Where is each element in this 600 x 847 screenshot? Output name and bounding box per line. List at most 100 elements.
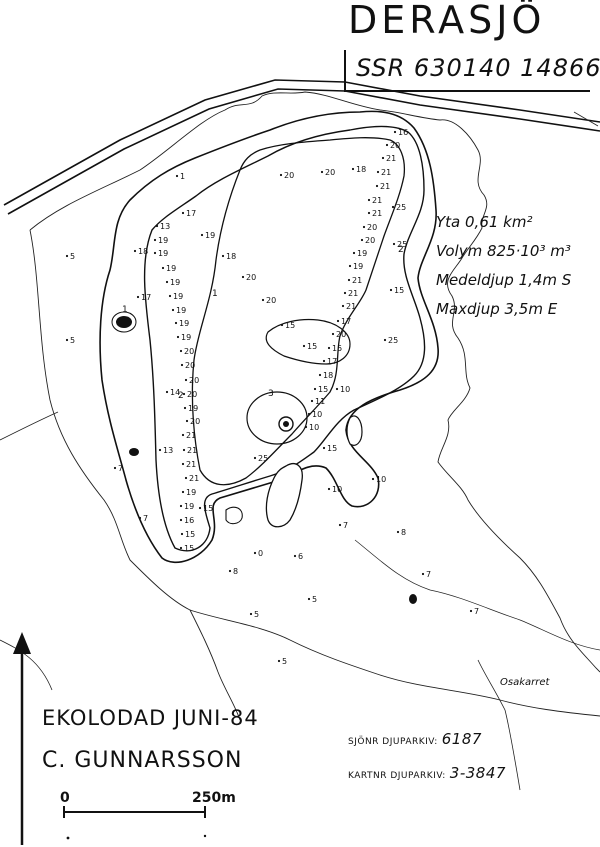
depth-sounding: 19 xyxy=(200,231,215,240)
depth-sounding: 21 xyxy=(367,209,382,218)
depth-sounding: 15 xyxy=(322,444,337,453)
sounding-value: 20 xyxy=(284,171,294,180)
sounding-value: 5 xyxy=(254,610,259,619)
depth-sounding: 20 xyxy=(184,376,199,385)
sounding-value: 18 xyxy=(323,371,333,380)
sounding-dot xyxy=(385,143,389,147)
sounding-value: 11 xyxy=(315,397,325,406)
sounding-value: 25 xyxy=(397,240,407,249)
sounding-dot xyxy=(182,448,186,452)
sounding-dot xyxy=(352,251,356,255)
archive-map-number: KARTNR DJUPARKIV:3-3847 xyxy=(348,764,506,782)
depth-sounding: 20 xyxy=(320,168,335,177)
sounding-dot xyxy=(360,238,364,242)
depth-sounding: 19 xyxy=(153,249,168,258)
sounding-dot xyxy=(320,170,324,174)
rock-far-west xyxy=(129,448,139,456)
sounding-value: 19 xyxy=(184,502,194,511)
shoal-contour xyxy=(265,318,351,365)
sounding-dot xyxy=(153,238,157,242)
sounding-dot xyxy=(343,291,347,295)
sounding-value: 21 xyxy=(348,289,358,298)
sounding-dot xyxy=(171,308,175,312)
sounding-value: 16 xyxy=(398,128,408,137)
sounding-dot xyxy=(165,280,169,284)
depth-sounding: 15 xyxy=(327,344,342,353)
sounding-value: 19 xyxy=(158,236,168,245)
sounding-value: 14 xyxy=(170,388,180,397)
sounding-value: 13 xyxy=(163,446,173,455)
sounding-dot xyxy=(371,477,375,481)
depth-sounding: 19 xyxy=(171,306,186,315)
rock-east xyxy=(346,415,363,446)
sounding-dot xyxy=(165,390,169,394)
archive-map-value: 3-3847 xyxy=(449,764,506,782)
depth-sounding: 25 xyxy=(392,240,407,249)
depth-sounding: 5 xyxy=(307,595,317,604)
sounding-dot xyxy=(158,448,162,452)
sounding-value: 21 xyxy=(372,209,382,218)
sounding-value: 7 xyxy=(474,607,479,616)
sounding-value: 5 xyxy=(70,336,75,345)
sounding-dot xyxy=(185,419,189,423)
sounding-value: 15 xyxy=(185,530,195,539)
sounding-value: 15 xyxy=(203,504,213,513)
sounding-dot xyxy=(168,294,172,298)
sounding-dot xyxy=(392,242,396,246)
sounding-dot xyxy=(65,338,69,342)
depth-sounding: 15 xyxy=(313,385,328,394)
sounding-dot xyxy=(327,346,331,350)
depth-sounding: 15 xyxy=(280,321,295,330)
depth-sounding: 7 xyxy=(469,607,479,616)
sounding-value: 15 xyxy=(332,344,342,353)
sounding-dot xyxy=(200,233,204,237)
depth-sounding: 21 xyxy=(184,474,199,483)
depth-sounding: 21 xyxy=(367,196,382,205)
sounding-dot xyxy=(391,205,395,209)
depth-sounding: 20 xyxy=(179,347,194,356)
depth-sounding: 19 xyxy=(165,278,180,287)
rock-west xyxy=(116,316,132,328)
sounding-dot xyxy=(176,335,180,339)
stat-max-depth: Maxdjup 3,5m E xyxy=(436,300,558,318)
sounding-dot xyxy=(304,425,308,429)
contour-label: 1 xyxy=(122,305,128,315)
sounding-value: 21 xyxy=(186,431,196,440)
depth-sounding: 7 xyxy=(138,514,148,523)
sounding-dot xyxy=(181,490,185,494)
sounding-value: 19 xyxy=(176,306,186,315)
sounding-value: 21 xyxy=(386,154,396,163)
sounding-value: 13 xyxy=(160,222,170,231)
sounding-dot xyxy=(335,387,339,391)
archive-lake-number: SJÖNR DJUPARKIV:6187 xyxy=(348,730,482,748)
depth-sounding: 10 xyxy=(307,410,322,419)
depth-sounding: 20 xyxy=(180,361,195,370)
sounding-dot xyxy=(180,532,184,536)
sounding-value: 15 xyxy=(184,544,194,553)
depth-sounding: 15 xyxy=(179,544,194,553)
depth-sounding: 19 xyxy=(153,236,168,245)
sounding-dot xyxy=(179,504,183,508)
sounding-value: 18 xyxy=(226,252,236,261)
sounding-dot xyxy=(383,338,387,342)
depth-sounding: 10 xyxy=(371,475,386,484)
sounding-dot xyxy=(138,516,142,520)
sounding-dot xyxy=(421,572,425,576)
sounding-value: 20 xyxy=(336,330,346,339)
depth-sounding: 21 xyxy=(376,168,391,177)
depth-sounding: 20 xyxy=(182,390,197,399)
wetland-boundary-left xyxy=(29,229,241,721)
sounding-value: 7 xyxy=(343,521,348,530)
sounding-value: 0 xyxy=(258,549,263,558)
sounding-dot xyxy=(181,433,185,437)
depth-sounding: 5 xyxy=(249,610,259,619)
sounding-dot xyxy=(155,224,159,228)
sounding-value: 20 xyxy=(190,417,200,426)
depth-sounding: 25 xyxy=(253,454,268,463)
depth-sounding: 18 xyxy=(221,252,236,261)
sounding-dot xyxy=(183,406,187,410)
sounding-dot xyxy=(279,173,283,177)
sounding-value: 25 xyxy=(388,336,398,345)
